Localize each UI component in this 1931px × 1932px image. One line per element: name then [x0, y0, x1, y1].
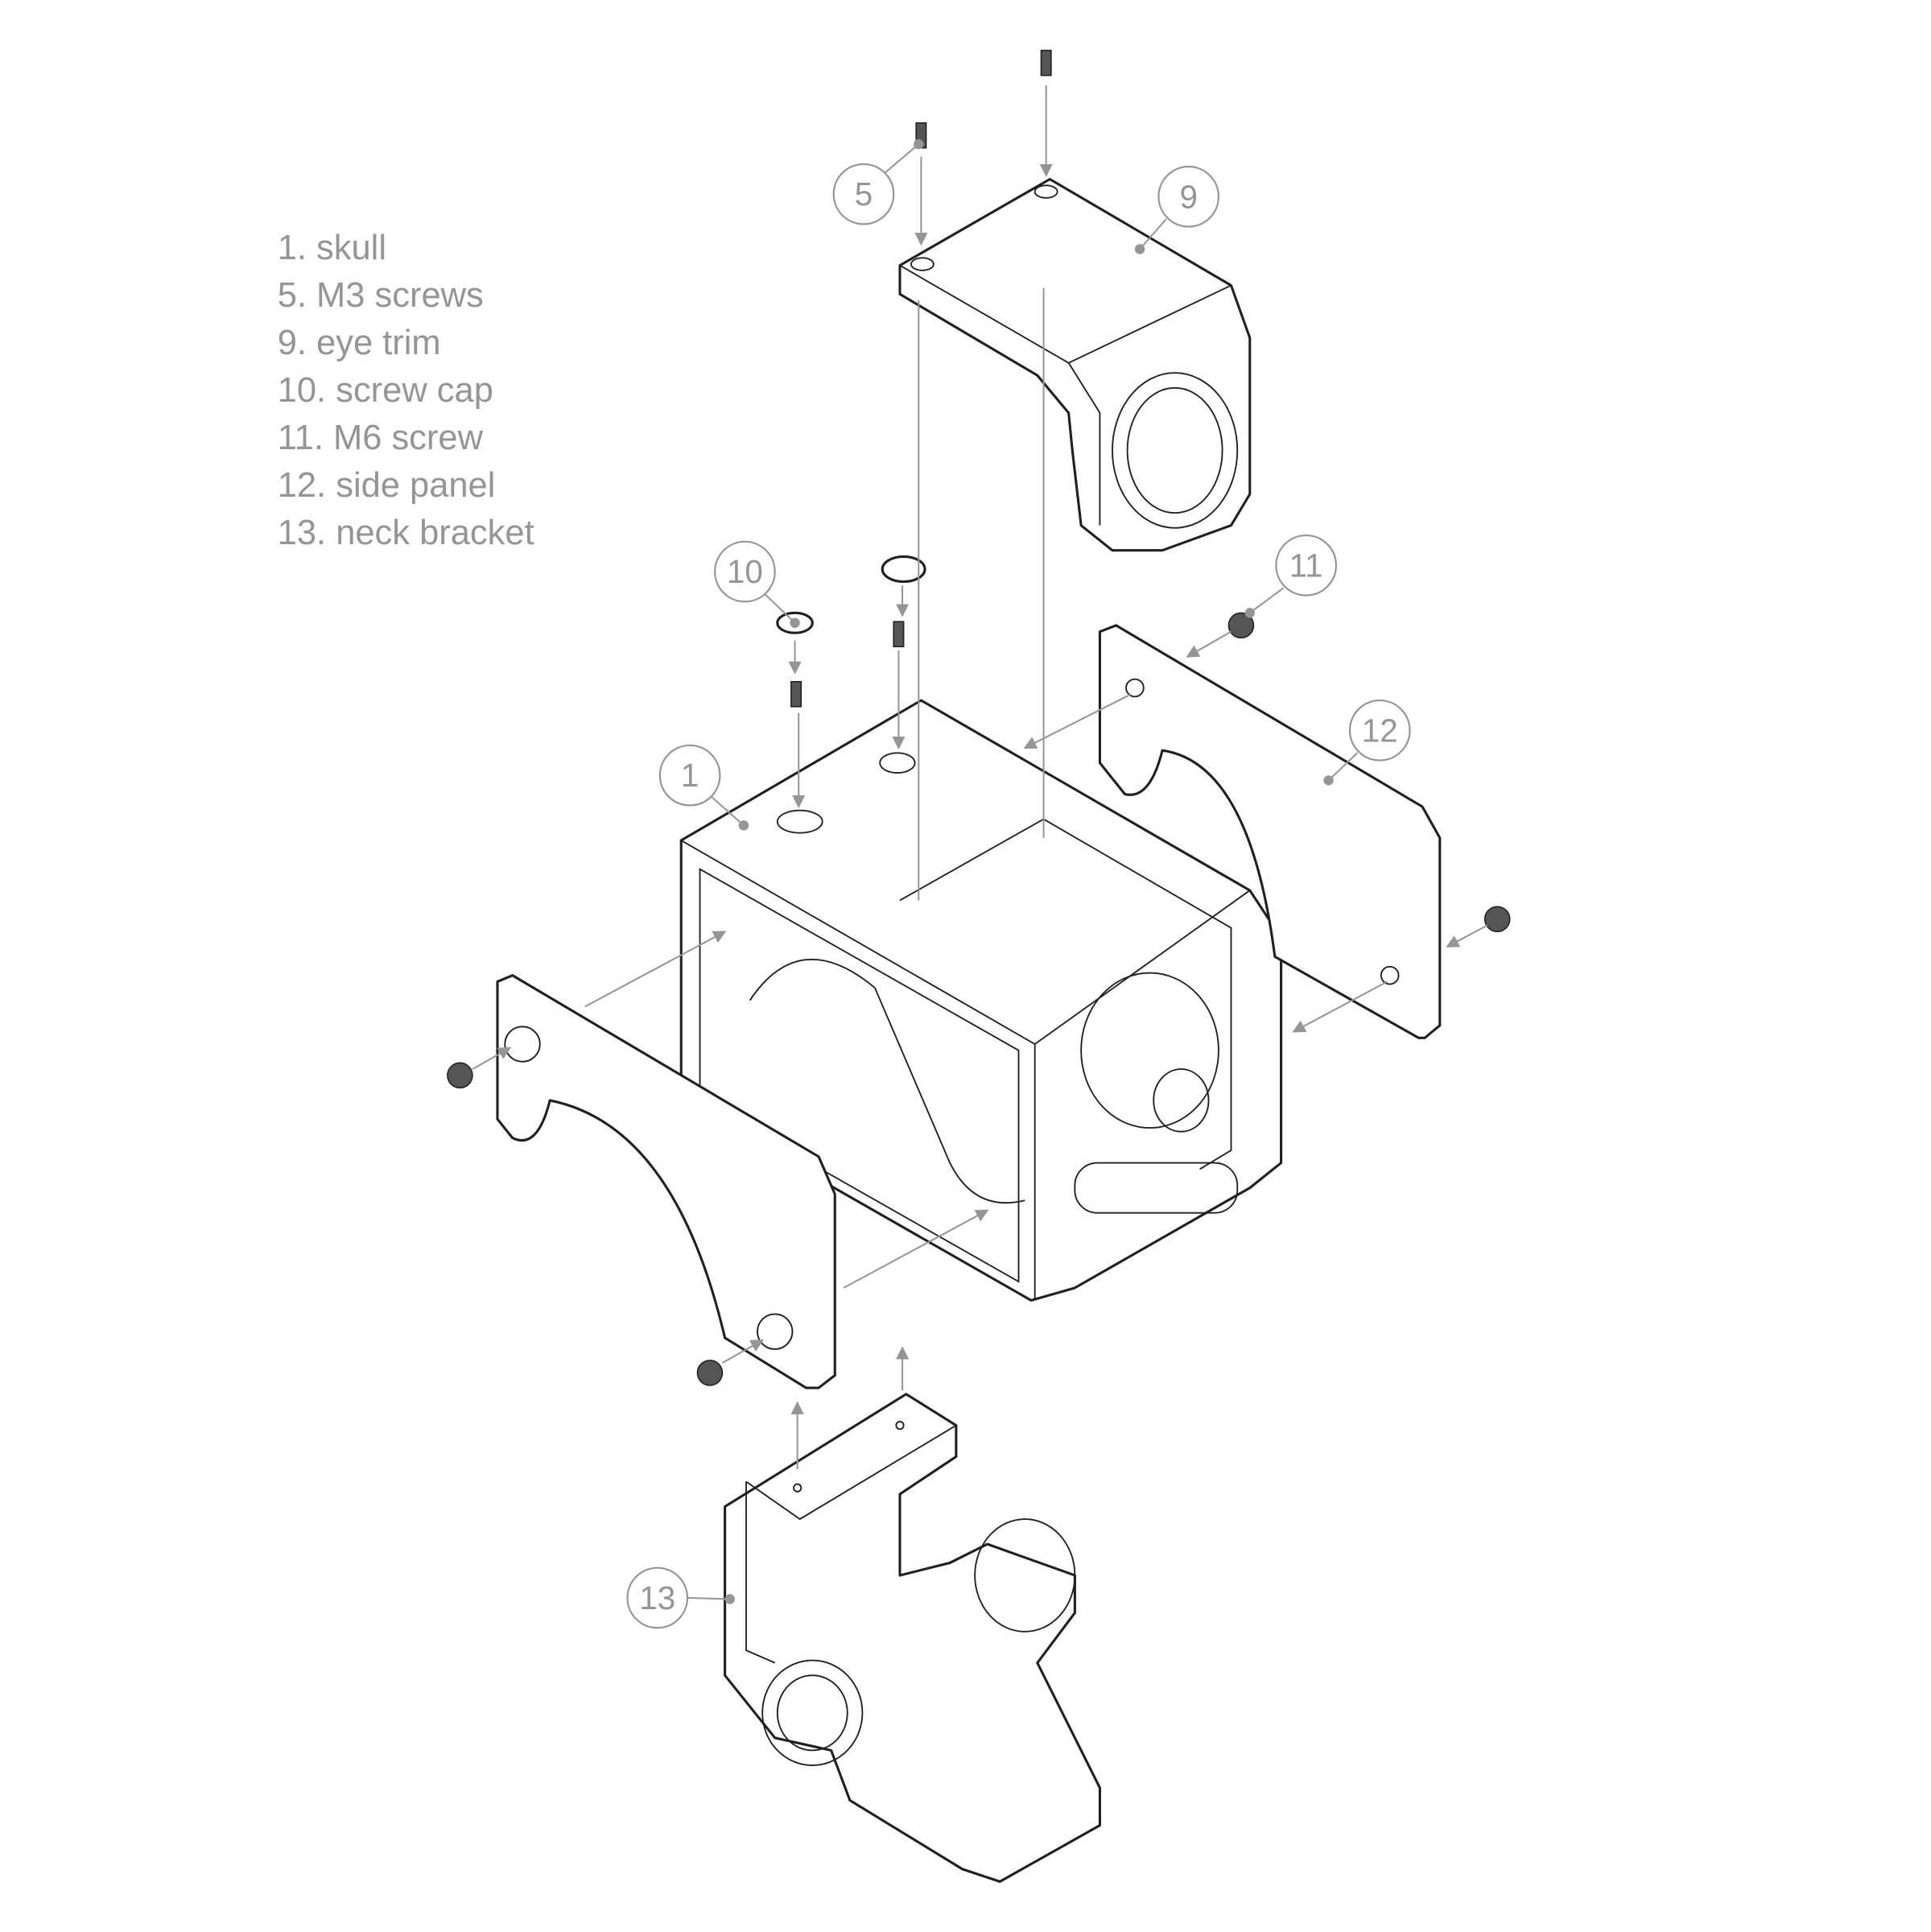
callout-1: 1 — [658, 744, 749, 831]
callout-9: 9 — [1134, 165, 1220, 254]
callout-label: 13 — [639, 1579, 675, 1616]
m6-screw-icon — [1228, 612, 1255, 639]
assembly-arrows — [472, 85, 1488, 1469]
parts-legend: 1. skull 5. M3 screws 9. eye trim 10. sc… — [278, 229, 534, 552]
legend-item: 10. screw cap — [278, 371, 493, 410]
callout-label: 12 — [1362, 712, 1398, 749]
callout-label: 10 — [727, 553, 763, 590]
callout-label: 9 — [1179, 178, 1197, 215]
legend-item: 5. M3 screws — [278, 276, 484, 315]
m3-screw-icon — [790, 680, 803, 708]
skull-part — [679, 699, 1283, 1302]
m6-screw-icon — [1483, 906, 1511, 933]
eye-trim-part — [898, 177, 1252, 552]
m3-screw-icon — [1040, 49, 1052, 76]
m6-screw-icon — [447, 1062, 473, 1089]
legend-item: 1. skull — [278, 229, 386, 267]
callout-5: 5 — [832, 138, 924, 225]
neck-bracket-part — [724, 1393, 1101, 1883]
m3-screw-icon — [893, 621, 905, 648]
legend-item: 11. M6 screw — [278, 419, 484, 457]
legend-item: 9. eye trim — [278, 324, 441, 362]
m6-screw-icon — [696, 1360, 724, 1386]
callout-label: 11 — [1289, 547, 1323, 584]
legend-item: 12. side panel — [278, 466, 496, 505]
screw-cap-icon — [881, 555, 926, 584]
callout-label: 1 — [681, 757, 699, 794]
callout-13: 13 — [626, 1567, 736, 1629]
screws — [447, 49, 1511, 1386]
callout-10: 10 — [714, 540, 800, 628]
legend-item: 13. neck bracket — [278, 514, 534, 552]
callout-label: 5 — [855, 175, 873, 213]
callout-12: 12 — [1323, 699, 1411, 786]
side-panel-left — [496, 974, 836, 1389]
side-panel-right — [1098, 624, 1442, 1039]
callout-11: 11 — [1244, 534, 1337, 618]
